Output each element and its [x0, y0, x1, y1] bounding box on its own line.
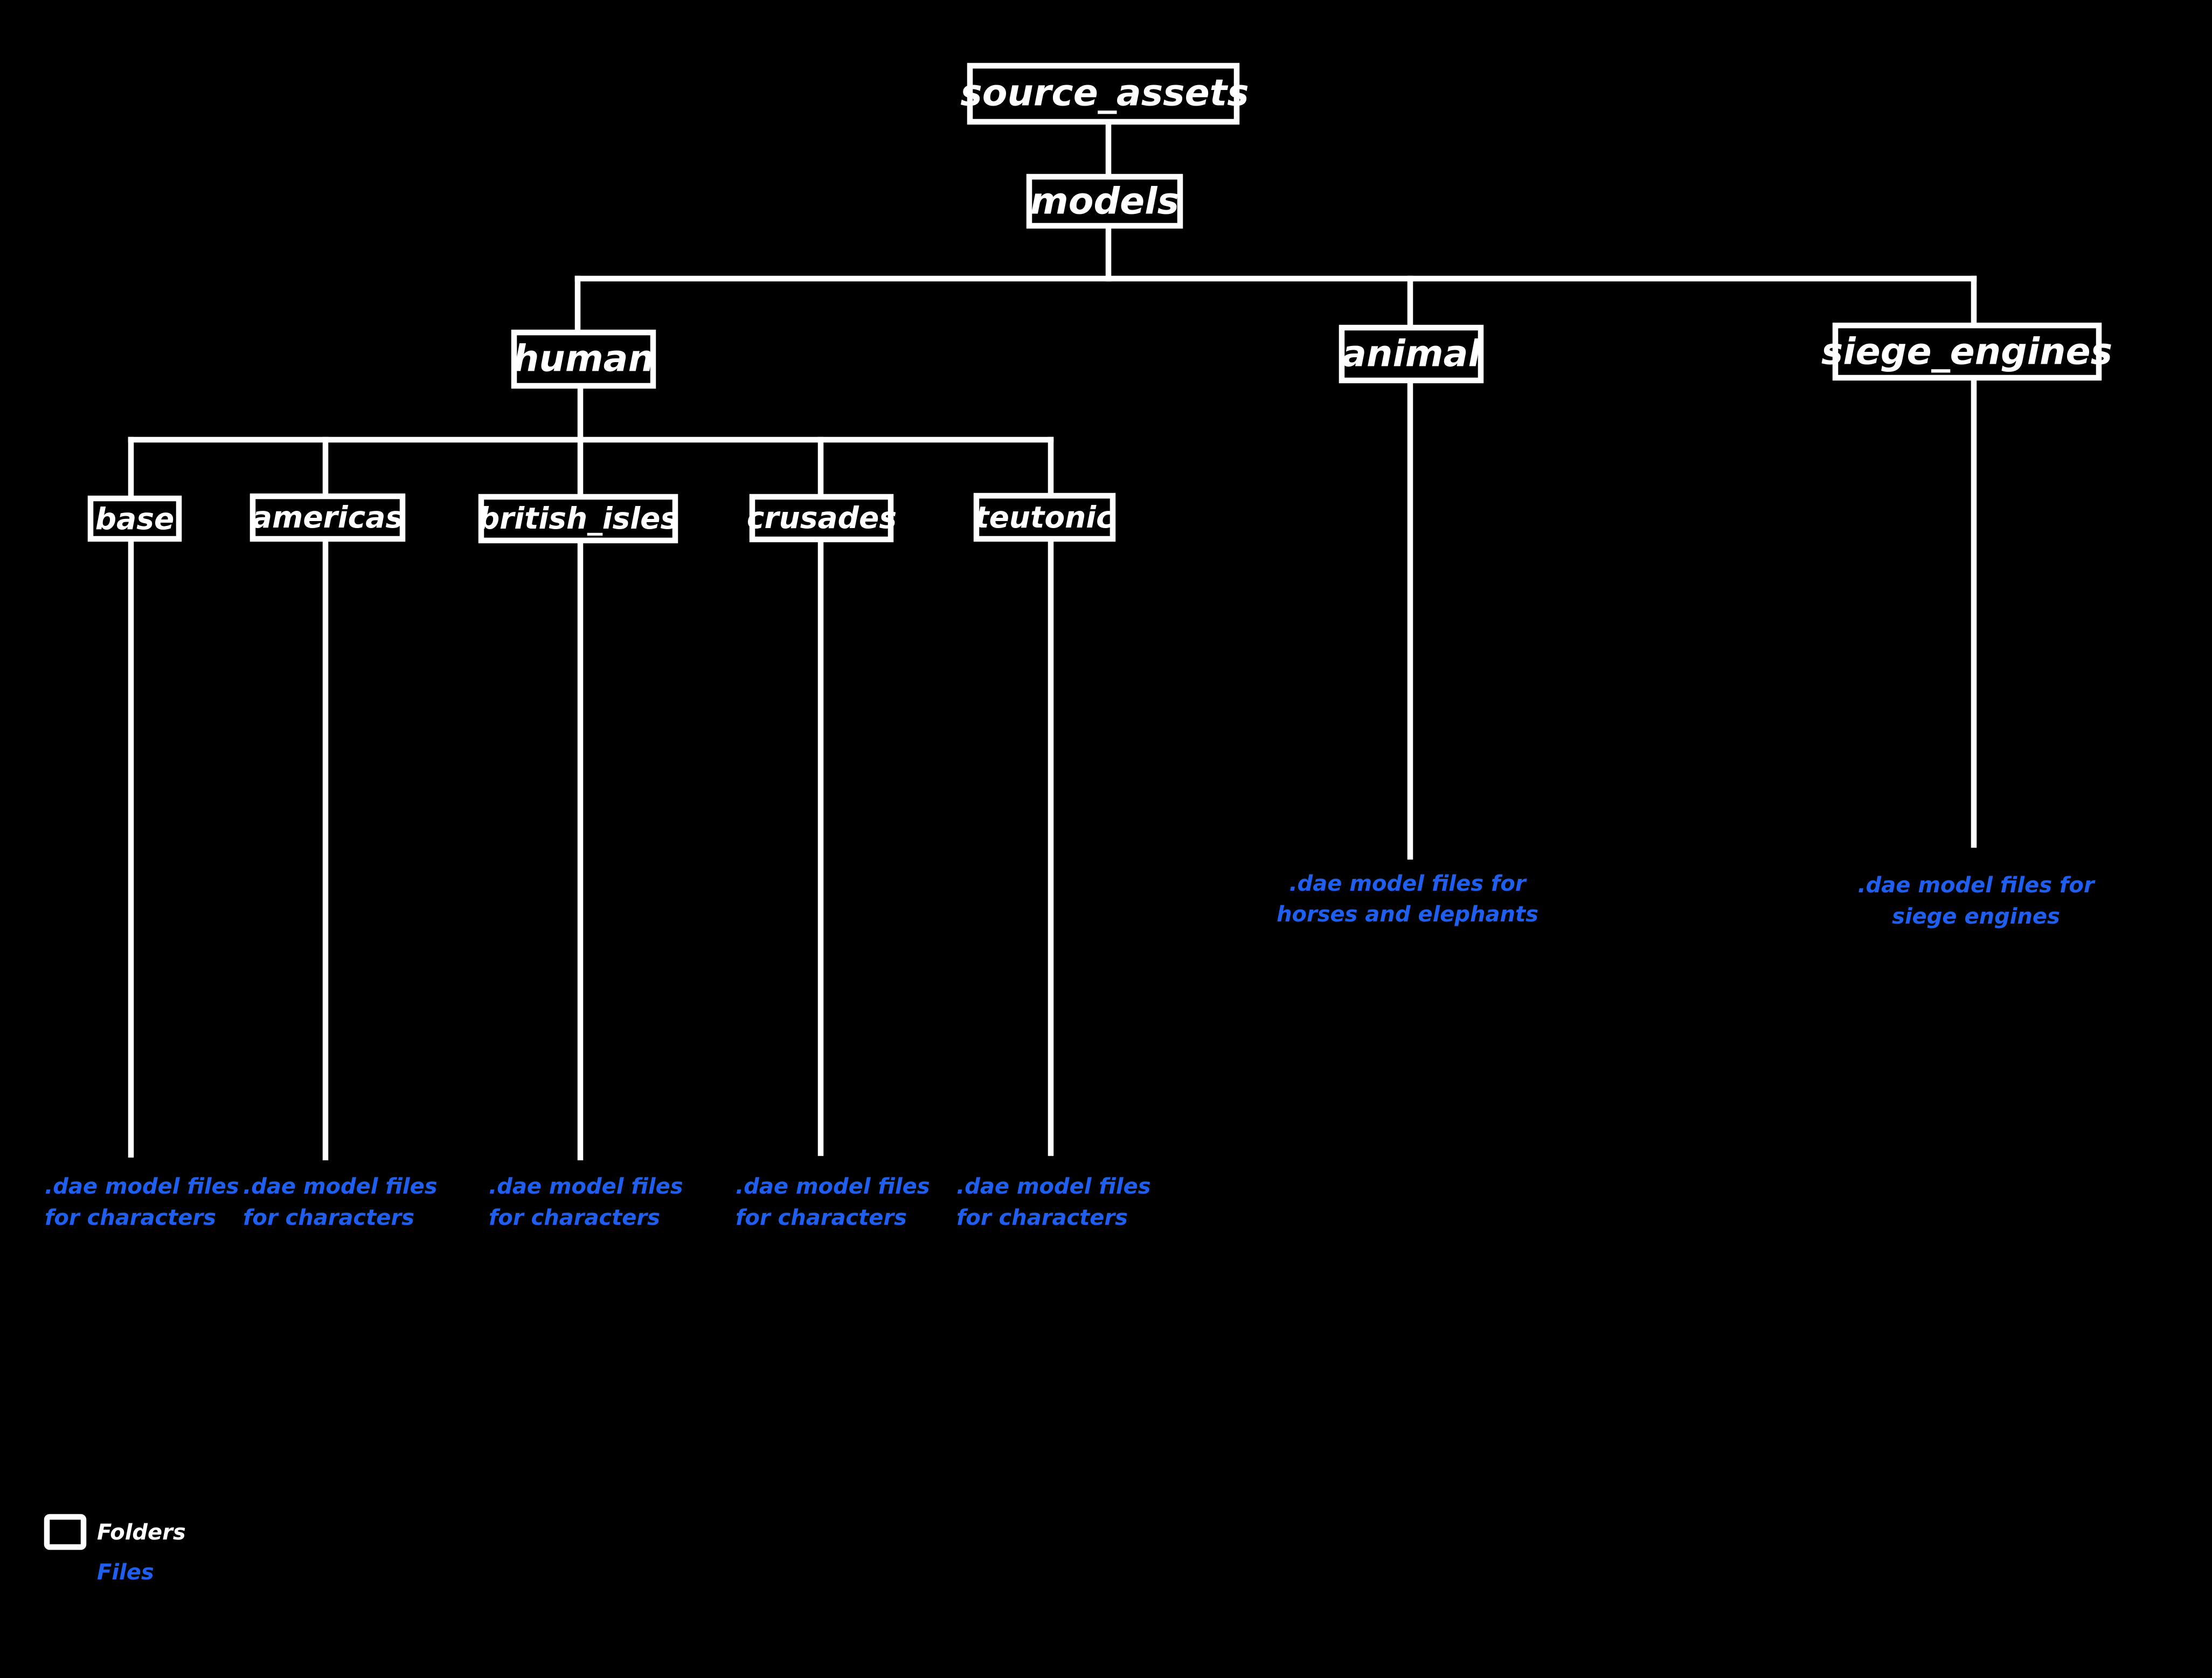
folder-label: teutonic: [975, 500, 1113, 535]
file-description-line-1: .dae model files: [243, 1174, 438, 1199]
folder-models: models: [1026, 174, 1183, 229]
files-americas: .dae model files for characters: [243, 1174, 438, 1230]
files-crusades: .dae model files for characters: [736, 1174, 930, 1230]
file-description-line-1: .dae model files: [956, 1174, 1151, 1199]
connector-lines: [128, 122, 1977, 1161]
folder-label: base: [95, 502, 175, 536]
legend-folders-label: Folders: [97, 1520, 186, 1545]
file-description-line-1: .dae model files: [45, 1174, 239, 1199]
folder-label: human: [513, 338, 654, 380]
folder-siege-engines: siege_engines: [1821, 322, 2112, 381]
folder-british-isles: british_isles: [478, 494, 678, 544]
file-description-line-1: .dae model files: [489, 1174, 683, 1199]
folder-animal: animal: [1339, 324, 1484, 384]
folder-label: source_assets: [960, 72, 1249, 115]
folder-crusades: crusades: [747, 494, 897, 543]
folder-base: base: [87, 495, 182, 542]
legend-folder-swatch: [44, 1514, 87, 1550]
file-description-line-2: siege engines: [1892, 904, 2060, 929]
folder-human: human: [511, 329, 656, 389]
legend: Folders Files: [44, 1514, 186, 1585]
folder-label: crusades: [747, 501, 897, 535]
files-british-isles: .dae model files for characters: [489, 1174, 683, 1230]
folder-label: siege_engines: [1821, 331, 2112, 373]
file-description-line-1: .dae model files for: [1289, 871, 1527, 896]
legend-files-label: Files: [97, 1560, 154, 1585]
file-description-line-2: for characters: [489, 1205, 660, 1230]
file-description-line-2: for characters: [956, 1205, 1128, 1230]
folder-label: animal: [1342, 333, 1481, 376]
files-teutonic: .dae model files for characters: [956, 1174, 1151, 1230]
files-animal: .dae model files for horses and elephant…: [1277, 871, 1538, 927]
file-description-line-1: .dae model files for: [1857, 873, 2095, 898]
file-description-line-2: for characters: [243, 1205, 414, 1230]
file-description-line-2: horses and elephants: [1277, 902, 1538, 927]
folder-label: americas: [252, 500, 403, 535]
folder-label: british_isles: [479, 501, 678, 536]
folder-americas: americas: [249, 493, 406, 542]
files-base: .dae model files for characters: [45, 1174, 239, 1230]
folder-label: models: [1030, 181, 1179, 223]
folder-teutonic: teutonic: [973, 493, 1116, 542]
file-description-line-2: for characters: [45, 1205, 216, 1230]
file-description-line-1: .dae model files: [736, 1174, 930, 1199]
folder-source-assets: source_assets: [960, 63, 1249, 125]
files-siege-engines: .dae model files for siege engines: [1857, 873, 2095, 929]
file-description-line-2: for characters: [736, 1205, 907, 1230]
